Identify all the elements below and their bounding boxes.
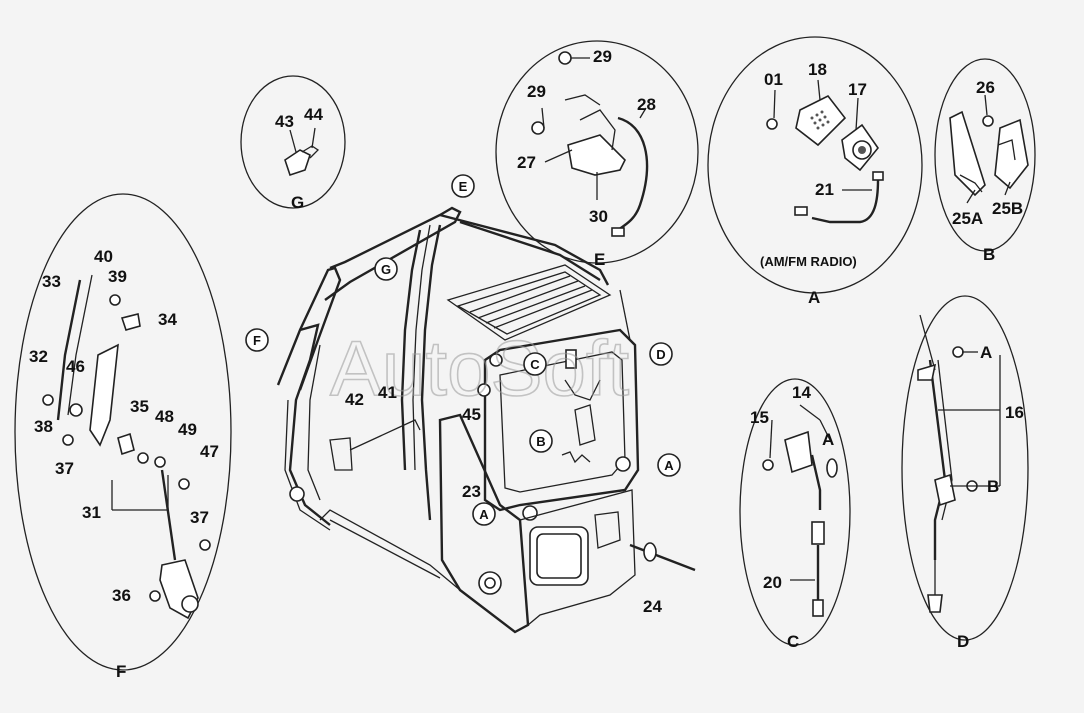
group-a-note: (AM/FM RADIO) — [760, 254, 857, 269]
svg-text:A: A — [664, 458, 674, 473]
group-d-outline — [901, 295, 1029, 641]
callout-g: G — [374, 257, 398, 281]
group-c-outline — [739, 378, 851, 646]
callout-e: E — [451, 174, 475, 198]
label-33: 33 — [42, 272, 61, 291]
label-35: 35 — [130, 397, 149, 416]
label-15: 15 — [750, 408, 769, 427]
label-b-group-d: B — [987, 477, 999, 496]
group-e-bracket — [531, 51, 649, 237]
callout-f: F — [245, 328, 269, 352]
group-b-bracket — [949, 94, 1029, 204]
callout-a-right: A — [657, 453, 681, 477]
group-g-title: G — [291, 193, 304, 212]
label-49: 49 — [178, 420, 197, 439]
label-25a: 25A — [952, 209, 983, 228]
group-f-outline — [14, 193, 232, 671]
label-21: 21 — [815, 180, 834, 199]
label-28: 28 — [637, 95, 656, 114]
callout-d: D — [649, 342, 673, 366]
label-46: 46 — [66, 357, 85, 376]
svg-text:D: D — [656, 347, 665, 362]
label-43: 43 — [275, 112, 294, 131]
group-g-outline — [240, 75, 346, 209]
label-25b: 25B — [992, 199, 1023, 218]
group-b-title: B — [983, 245, 995, 264]
label-24: 24 — [643, 597, 662, 616]
label-31: 31 — [82, 503, 101, 522]
group-f-wiper — [42, 274, 211, 620]
group-b-outline — [934, 58, 1036, 252]
group-e-outline — [495, 40, 699, 264]
label-38: 38 — [34, 417, 53, 436]
label-20: 20 — [763, 573, 782, 592]
label-34: 34 — [158, 310, 177, 329]
svg-text:C: C — [530, 357, 540, 372]
label-42: 42 — [345, 390, 364, 409]
svg-text:G: G — [381, 262, 391, 277]
label-37-upper: 37 — [55, 459, 74, 478]
label-36: 36 — [112, 586, 131, 605]
group-c-antenna-parts — [762, 404, 838, 617]
callout-a-bottom: A — [472, 502, 496, 526]
label-44: 44 — [304, 105, 323, 124]
group-a-title: A — [808, 288, 820, 307]
watermark: AutoSoft — [330, 324, 630, 412]
label-29-top: 29 — [593, 47, 612, 66]
label-29-left: 29 — [527, 82, 546, 101]
label-a-group-d: A — [980, 343, 992, 362]
group-a-outline — [707, 36, 923, 294]
label-30: 30 — [589, 207, 608, 226]
label-14: 14 — [792, 383, 811, 402]
group-e-title: E — [594, 250, 605, 269]
label-39: 39 — [108, 267, 127, 286]
callout-c: C — [523, 352, 547, 376]
label-27: 27 — [517, 153, 536, 172]
svg-text:F: F — [253, 333, 261, 348]
label-37-lower: 37 — [190, 508, 209, 527]
label-01: 01 — [764, 70, 783, 89]
group-c-title: C — [787, 632, 799, 651]
label-47: 47 — [200, 442, 219, 461]
label-26: 26 — [976, 78, 995, 97]
group-d-antenna-rod — [917, 314, 1001, 613]
group-f-title: F — [116, 662, 126, 681]
svg-text:B: B — [536, 434, 545, 449]
label-16: 16 — [1005, 403, 1024, 422]
callout-b: B — [529, 429, 553, 453]
label-a-group-c: A — [822, 430, 834, 449]
label-32: 32 — [29, 347, 48, 366]
label-23: 23 — [462, 482, 481, 501]
label-48: 48 — [155, 407, 174, 426]
cab-assembly — [276, 206, 696, 634]
label-17: 17 — [848, 80, 867, 99]
label-41: 41 — [378, 383, 397, 402]
svg-text:A: A — [479, 507, 489, 522]
group-d-title: D — [957, 632, 969, 651]
group-g-switch — [284, 127, 320, 177]
svg-text:E: E — [459, 179, 468, 194]
group-a-radio — [766, 79, 884, 224]
label-45: 45 — [462, 405, 481, 424]
label-40: 40 — [94, 247, 113, 266]
label-18: 18 — [808, 60, 827, 79]
